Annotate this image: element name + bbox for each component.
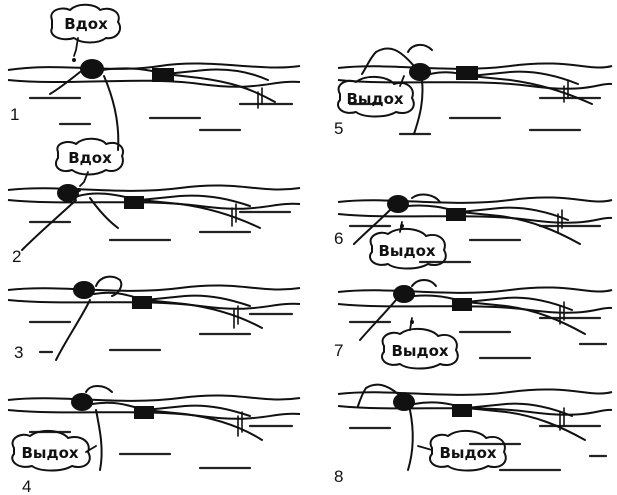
speech-bubble-4: Выдох — [12, 431, 96, 471]
bubble-label-4: Выдох — [21, 444, 78, 462]
bubble-label-5: Выдох — [346, 90, 403, 108]
frame-number-4: 4 — [22, 477, 31, 495]
bubble-label-6: Выдох — [378, 242, 435, 260]
bubble-label-1: Вдох — [64, 15, 108, 33]
frame-number-3: 3 — [14, 343, 23, 362]
frame-3 — [8, 277, 300, 360]
bubble-label-7: Выдох — [391, 342, 448, 360]
frame-number-8: 8 — [334, 467, 343, 486]
speech-bubble-7: Выдох — [382, 318, 458, 369]
frame-2 — [8, 184, 300, 250]
bubble-label-2: Вдох — [68, 149, 112, 167]
frame-7 — [338, 280, 612, 358]
frame-number-2: 2 — [12, 247, 21, 266]
bubble-label-8: Выдох — [439, 444, 496, 462]
frame-number-6: 6 — [334, 229, 343, 248]
frame-number-7: 7 — [334, 341, 343, 360]
speech-bubble-2: Вдох — [56, 139, 123, 192]
speech-bubble-8: Выдох — [418, 431, 506, 471]
speech-bubble-1: Вдох — [51, 5, 120, 62]
frame-number-5: 5 — [334, 119, 343, 138]
frame-number-1: 1 — [10, 105, 19, 124]
frame-1 — [8, 59, 300, 150]
